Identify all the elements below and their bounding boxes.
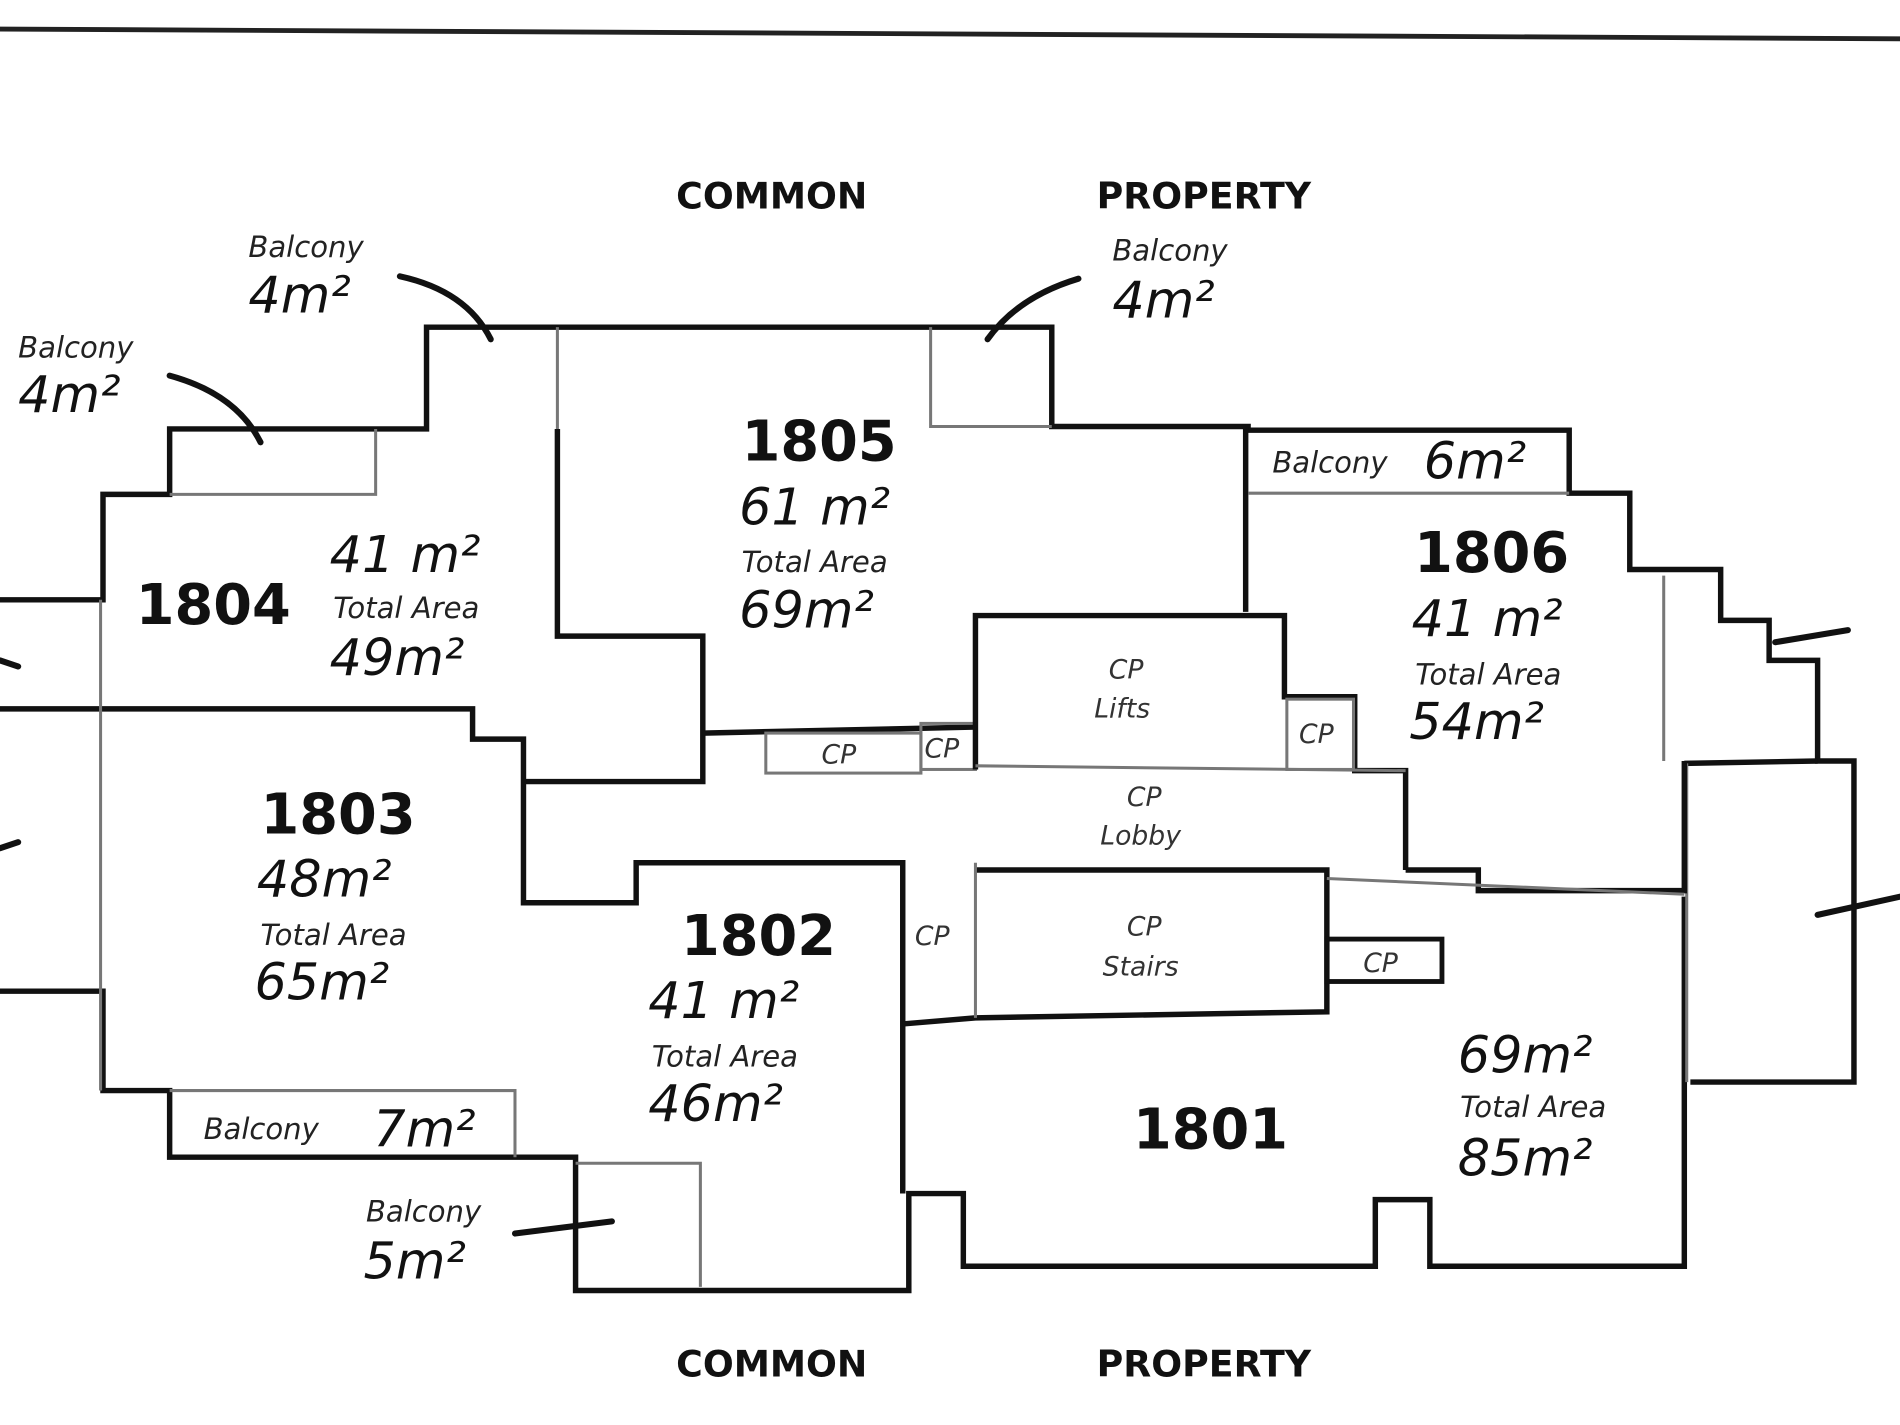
balcony-area: 7m² [373,1100,475,1159]
unit-1805-area: 61 m² [739,479,890,538]
unit-1803-total: 65m² [254,954,389,1013]
balcony-area: 6m² [1424,433,1526,492]
balcony-leader-2 [166,372,264,446]
cp-label: CP [1127,911,1163,942]
bottom-common-label: COMMON [676,1343,867,1386]
cp-label: CP [1299,719,1335,750]
unit-1801-total: 85m² [1458,1129,1593,1188]
lobby-south [902,867,1330,1027]
balcony-area: 4m² [248,267,350,326]
top-border-line [0,26,1900,42]
unit-1801-total-label: Total Area [1460,1090,1606,1124]
top-property-label: PROPERTY [1097,174,1312,217]
cp-label: CP [822,739,858,770]
unit-1803-number: 1803 [261,783,416,848]
unit-1805-total: 69m² [739,582,874,641]
balcony-leader-8 [0,839,22,852]
top-common-label: COMMON [676,174,867,217]
unit-1805-number: 1805 [742,409,897,474]
wall-1806-east [1684,758,1818,767]
balcony-area: 4m² [18,366,120,425]
unit-1804-number: 1804 [136,573,291,638]
lobby-wall-1801 [1326,876,1685,896]
balcony-1802-line [575,1161,702,1287]
balcony-area: 4m² [1112,271,1214,330]
wall-1806-south [1405,760,1688,894]
unit-1804-total: 49m² [330,629,465,688]
unit-1802-total-label: Total Area [652,1039,798,1073]
balcony-leader-5 [511,1218,615,1237]
wall-1805-south [702,724,976,736]
building-outline-top [0,324,1857,1085]
wall-1804-1803 [0,706,906,1194]
balcony-label: Balcony [1112,234,1228,268]
unit-1805-total-label: Total Area [742,545,888,579]
balcony-area: 5m² [364,1232,466,1291]
unit-1806-total-label: Total Area [1415,658,1561,692]
unit-1806-area: 41 m² [1412,590,1563,649]
cp-label: CP [1363,948,1399,979]
cp-box-3 [1285,697,1356,771]
balcony-label: Balcony [204,1112,320,1146]
balcony-1803-line [169,1089,517,1158]
unit-1803-area: 48m² [257,851,392,910]
balcony-label: Balcony [1272,446,1388,480]
unit-1802-total: 46m² [648,1075,783,1134]
balcony-label: Balcony [366,1194,482,1228]
cp-label: CP [1127,782,1163,813]
cp-stairs-label: Stairs [1103,951,1179,982]
unit-1806-number: 1806 [1414,521,1569,586]
balcony-1805-right [929,327,1052,429]
bottom-property-label: PROPERTY [1097,1343,1312,1386]
balcony-leader-4 [1772,627,1851,646]
cp-lobby-label: Lobby [1100,821,1182,852]
unit-1801-area: 69m² [1458,1026,1593,1085]
balcony-leader-7 [0,657,22,670]
cp-label: CP [925,733,961,764]
unit-1806-total: 54m² [1409,693,1544,752]
balcony-1804-line [169,428,378,496]
lifts-box [972,612,1409,871]
wall-1804-1805 [523,428,706,785]
unit-1803-total-label: Total Area [261,918,407,952]
balcony-leader-6 [1814,893,1900,918]
cp-box-4 [1324,936,1445,984]
balcony-label: Balcony [248,230,364,264]
unit-1801-number: 1801 [1133,1098,1288,1163]
unit-1802-number: 1802 [681,904,836,969]
balcony-label: Balcony [18,330,134,364]
balcony-leader-1 [396,273,494,343]
cp-label: CP [1109,655,1145,686]
cp-lifts-label: Lifts [1094,693,1150,724]
balcony-leader-3 [984,275,1082,343]
unit-1802-area: 41 m² [648,972,799,1031]
building-outline-bottom [0,896,1688,1294]
cp-label: CP [915,921,951,952]
unit-1804-area: 41 m² [330,526,481,585]
unit-1804-total-label: Total Area [333,591,479,625]
